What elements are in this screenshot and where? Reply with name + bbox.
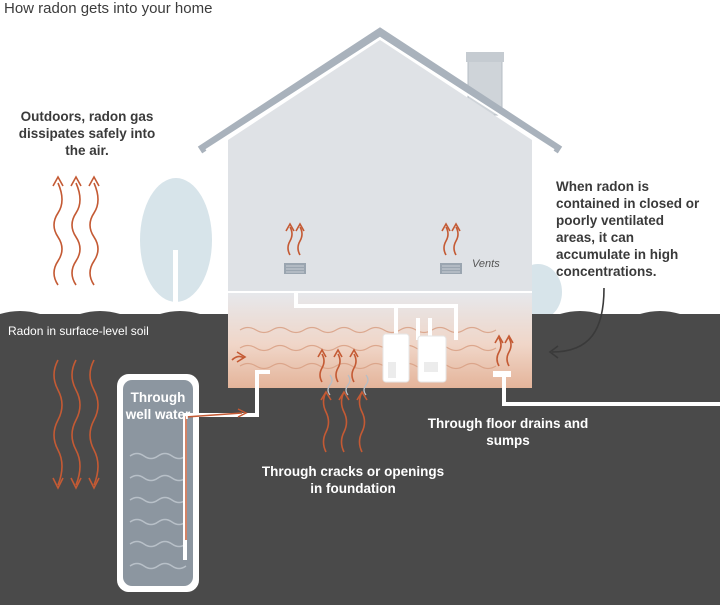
- drains-label: Through floor drains and sumps: [427, 416, 589, 448]
- vent-left: [284, 263, 306, 274]
- well-label: Through well water: [125, 390, 191, 422]
- tree-left: [140, 178, 212, 315]
- water-heater: [382, 333, 410, 383]
- roof: [197, 27, 563, 154]
- house-upper: [228, 40, 532, 292]
- page-title: How radon gets into your home: [4, 0, 213, 17]
- crack-wisps: [327, 374, 369, 396]
- radon-cracks: [320, 390, 368, 453]
- well: [117, 374, 199, 592]
- basement-radon-waves: [239, 326, 497, 370]
- radon-soil: [52, 359, 100, 490]
- radon-wall-entry: [231, 351, 247, 363]
- outdoors-label: Outdoors, radon gas dissipates safely in…: [18, 109, 156, 158]
- furnace: [417, 335, 447, 383]
- radon-outdoor: [52, 175, 100, 286]
- soil-label: Radon in surface-level soil: [8, 324, 149, 338]
- radon-cracks-inside: [317, 348, 359, 383]
- radon-vents: [285, 222, 461, 256]
- callout-arrow: [551, 287, 605, 353]
- well-pipe: [183, 370, 270, 560]
- vent-right: [440, 263, 462, 274]
- radon-drain: [494, 334, 514, 367]
- vents-label: Vents: [472, 258, 500, 270]
- closed-areas-label: When radon is contained in closed or poo…: [556, 179, 700, 279]
- cracks-label: Through cracks or openings in foundation: [261, 464, 445, 496]
